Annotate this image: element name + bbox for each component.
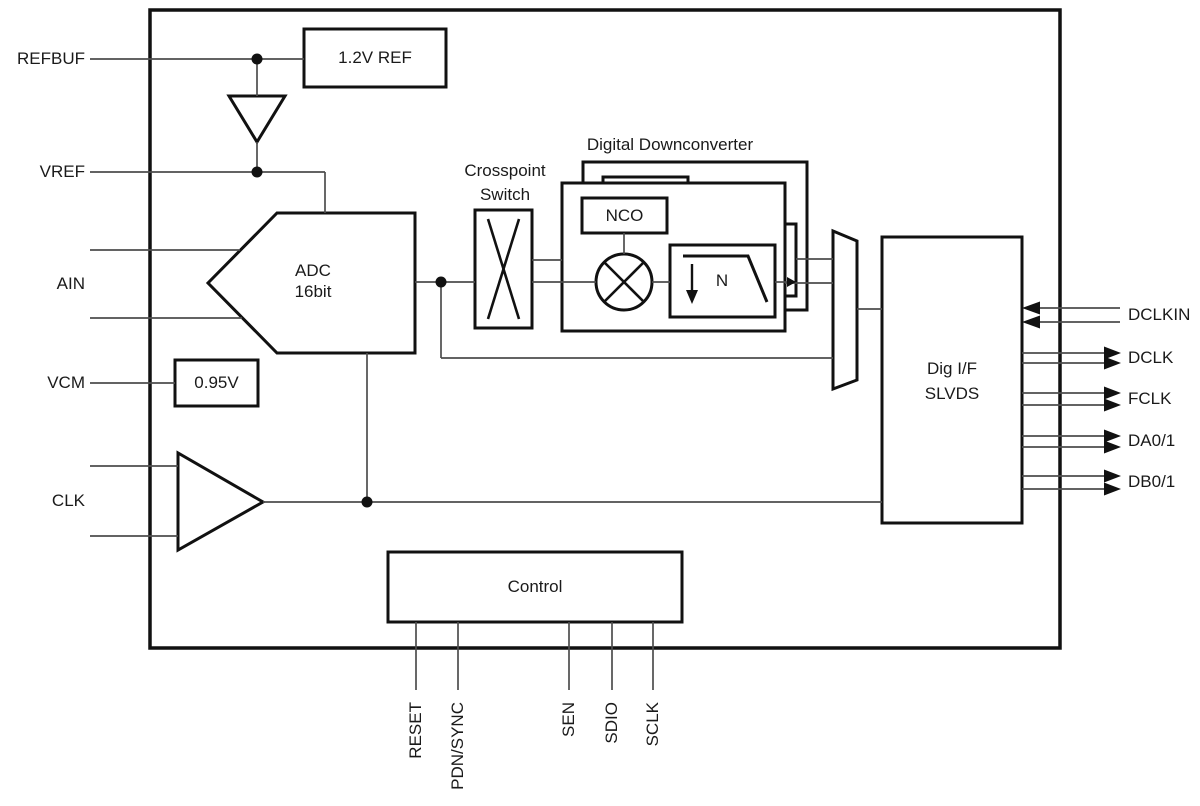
pin-label-vref: VREF [39, 162, 85, 181]
ref-1v2-label: 1.2V REF [338, 48, 412, 67]
dclk-arrowhead-2 [1104, 356, 1121, 370]
refbuf-junction-dot [251, 53, 263, 65]
pin-label-vcm: VCM [47, 373, 85, 392]
pin-label-pdnsync: PDN/SYNC [448, 702, 467, 790]
fclk-arrowhead-1 [1104, 386, 1121, 400]
wires [90, 58, 1120, 690]
adc-output-junction-dot [435, 276, 447, 288]
nco-label: NCO [605, 206, 644, 225]
pin-label-reset: RESET [406, 702, 425, 759]
crosspoint-label-line1: Crosspoint [464, 161, 546, 180]
filter-output-arrowhead [787, 277, 796, 287]
da01-arrowhead-1 [1104, 429, 1121, 443]
digif-slvds-box [880, 235, 1024, 525]
dclk-arrowhead-1 [1104, 346, 1121, 360]
adc-label-line1: ADC [295, 261, 331, 280]
db01-arrowhead-2 [1104, 482, 1121, 496]
ref-1v2-box [302, 27, 448, 89]
pin-label-refbuf: REFBUF [17, 49, 85, 68]
pin-label-fclk: FCLK [1128, 389, 1172, 408]
control-label: Control [507, 577, 563, 596]
pin-label-sclk: SCLK [643, 702, 662, 747]
pin-label-clk: CLK [51, 491, 85, 510]
clock-buffer-triangle [176, 450, 267, 553]
vref-junction-dot [251, 166, 263, 178]
crosspoint-label-line2: Switch [479, 185, 531, 204]
reference-buffer-triangle [226, 94, 288, 145]
digif-label-line1: Dig I/F [926, 359, 978, 378]
dclkin-arrowhead-2 [1022, 315, 1040, 329]
symbols [486, 218, 769, 320]
output-mux-shape [831, 228, 859, 392]
fclk-arrowhead-2 [1104, 398, 1121, 412]
pin-label-ain: AIN [56, 274, 85, 293]
control-box [386, 550, 684, 624]
pin-label-dclk: DCLK [1128, 348, 1174, 367]
pin-label-da01: DA0/1 [1128, 431, 1176, 450]
adc-block [205, 211, 417, 355]
mixer-x-stroke-2 [603, 261, 645, 303]
pin-label-sdio: SDIO [602, 702, 621, 744]
ddc-title: Digital Downconverter [586, 135, 754, 154]
digif-label-line2: SLVDS [924, 384, 980, 403]
db01-arrowhead-1 [1104, 469, 1121, 483]
decimation-n-label: N [715, 271, 729, 290]
chip-outline [148, 8, 1062, 650]
pin-label-db01: DB0/1 [1128, 472, 1176, 491]
nco-box [580, 196, 669, 235]
adc-label-line2: 16bit [294, 282, 332, 301]
crosspoint-x-stroke-2 [486, 218, 521, 320]
pin-arrowheads [1022, 301, 1121, 496]
clock-junction-dot [361, 496, 373, 508]
da01-arrowhead-2 [1104, 440, 1121, 454]
pin-label-dclkin: DCLKIN [1128, 305, 1191, 324]
pin-label-sen: SEN [559, 702, 578, 737]
vcm-0v95-label: 0.95V [194, 373, 239, 392]
lowpass-response-curve [683, 254, 769, 303]
decimation-arrow-head [686, 290, 698, 304]
dclkin-arrowhead-1 [1022, 301, 1040, 315]
